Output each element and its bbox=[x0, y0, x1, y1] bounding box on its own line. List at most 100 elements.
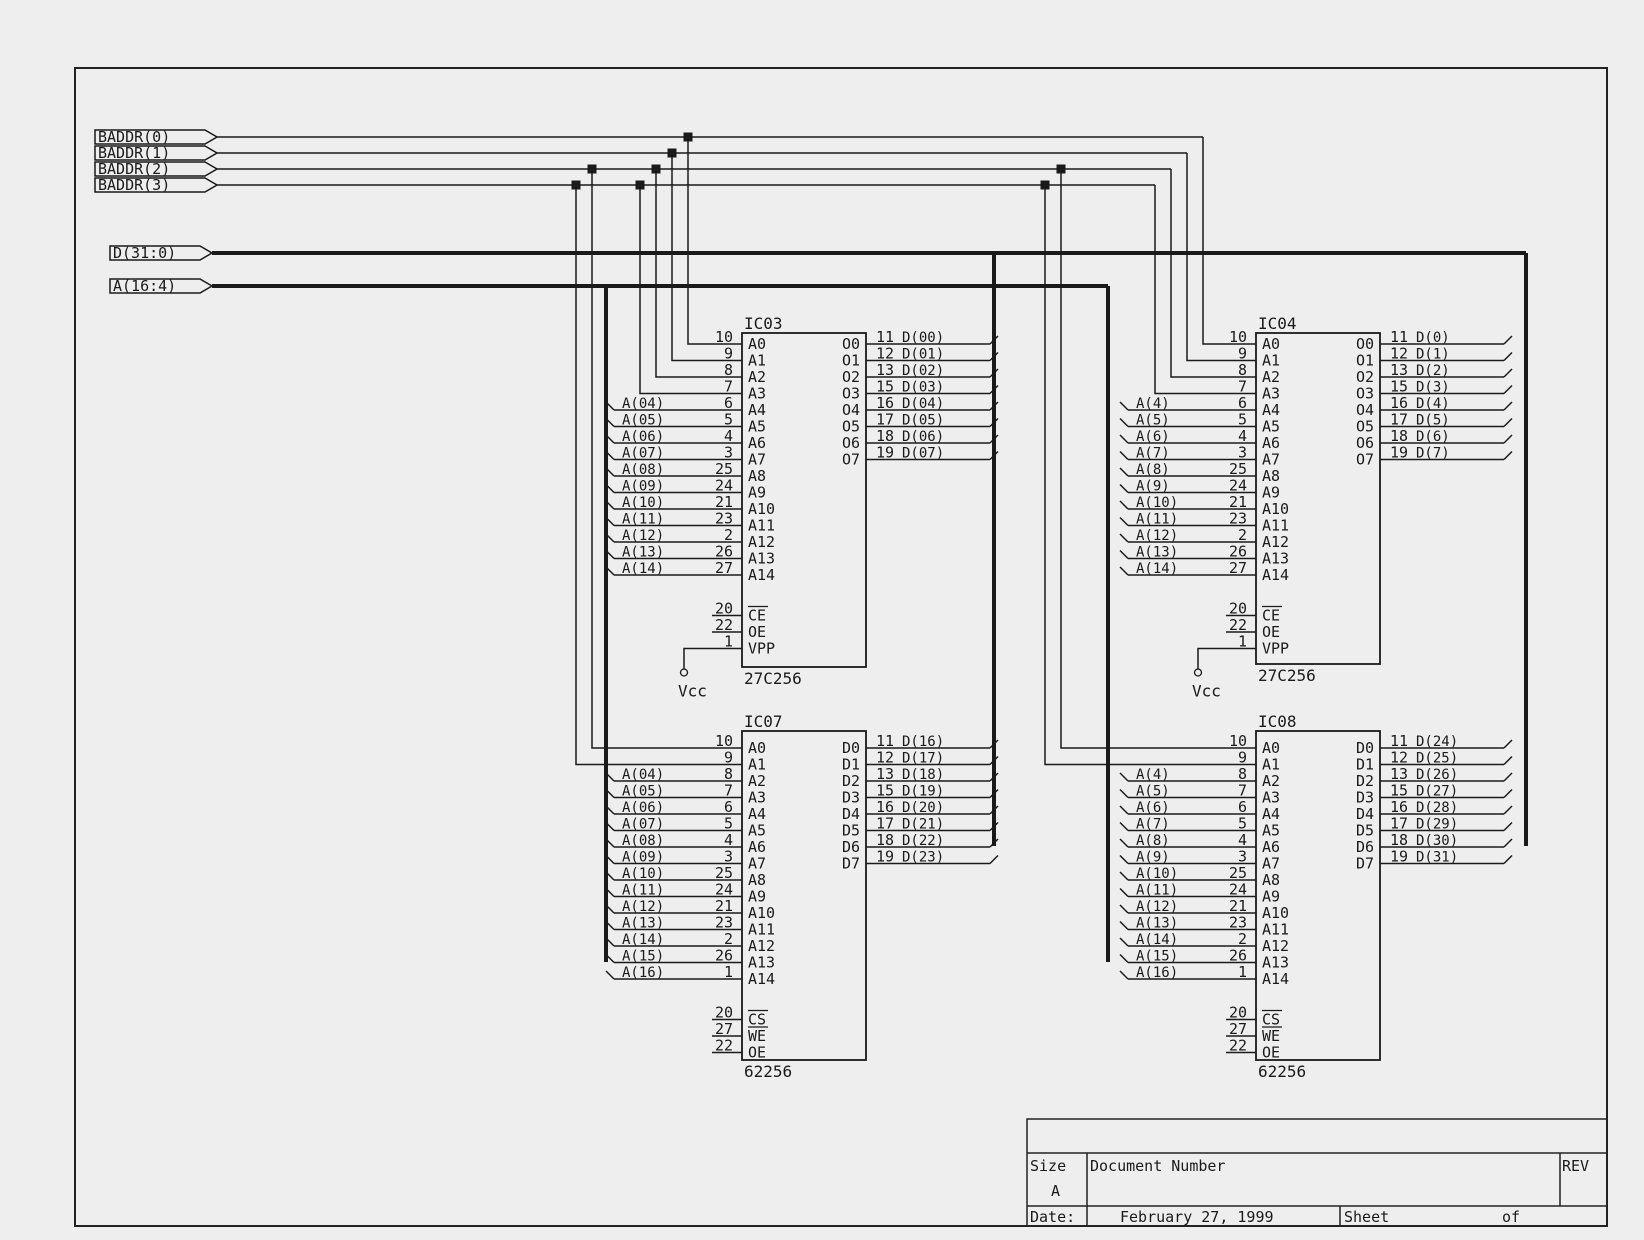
pin-label: OE bbox=[1262, 1044, 1280, 1062]
pin-number: 6 bbox=[724, 394, 733, 412]
pin-number: 15 bbox=[876, 378, 894, 396]
bus-entry bbox=[605, 970, 615, 980]
port-baddr-2: BADDR(2) bbox=[94, 160, 219, 178]
pin-label: A13 bbox=[748, 954, 775, 972]
bus-entry bbox=[1119, 854, 1129, 865]
pin-label: O6 bbox=[842, 434, 860, 452]
bus-entry bbox=[605, 920, 615, 931]
pin-number: 5 bbox=[724, 815, 733, 833]
wires bbox=[212, 132, 1528, 962]
chip-body bbox=[1255, 332, 1381, 665]
pin-label: CE bbox=[748, 607, 766, 625]
pin-number: 4 bbox=[1238, 831, 1247, 849]
pin-number: 9 bbox=[1238, 749, 1247, 767]
pin-number: 20 bbox=[715, 600, 733, 618]
pin-label: A0 bbox=[1262, 335, 1280, 353]
pin-label: O5 bbox=[1356, 418, 1374, 436]
port-baddr-1: BADDR(1) bbox=[94, 144, 219, 162]
port-baddr-0: BADDR(0) bbox=[94, 128, 219, 146]
pin-label: A11 bbox=[748, 921, 775, 939]
bus-entry bbox=[989, 821, 999, 832]
bus-entry bbox=[1503, 417, 1513, 428]
bus-entry bbox=[989, 854, 999, 865]
pin-label: OE bbox=[1262, 623, 1280, 641]
net-label: D(00) bbox=[902, 330, 944, 346]
net-label: D(6) bbox=[1416, 429, 1450, 445]
bus-entry bbox=[1503, 755, 1513, 766]
port-addr-bus-label: A(16:4) bbox=[113, 277, 176, 295]
pin-label: A7 bbox=[748, 451, 766, 469]
pin-number: 27 bbox=[1229, 559, 1247, 577]
pin-label: A6 bbox=[748, 838, 766, 856]
bus-entry bbox=[605, 871, 615, 881]
net-label: A(06) bbox=[622, 800, 664, 816]
pin-label: A10 bbox=[748, 500, 775, 518]
net-label: A(10) bbox=[1136, 495, 1178, 511]
bus-entry bbox=[1119, 772, 1129, 782]
pin-label: A8 bbox=[1262, 871, 1280, 889]
bus-entry bbox=[605, 788, 615, 799]
title-block bbox=[1026, 1118, 1608, 1227]
pin-label: A5 bbox=[748, 822, 766, 840]
pin-label: O4 bbox=[1356, 401, 1374, 419]
pin-number: 10 bbox=[715, 732, 733, 750]
pin-label: A12 bbox=[748, 937, 775, 955]
pin-number: 3 bbox=[724, 444, 733, 462]
pin-number: 25 bbox=[1229, 460, 1247, 478]
pin-label: A12 bbox=[1262, 937, 1289, 955]
bus-entry bbox=[1119, 920, 1129, 931]
bus-entry bbox=[989, 368, 999, 378]
net-label: A(13) bbox=[622, 916, 664, 932]
junction-dot bbox=[1040, 180, 1050, 190]
chip-ref-label: IC04 bbox=[1258, 314, 1297, 333]
pin-label: D2 bbox=[842, 772, 860, 790]
chip-body bbox=[741, 730, 867, 1061]
net-label: D(17) bbox=[902, 751, 944, 767]
bus-entry bbox=[605, 434, 615, 444]
pin-number: 16 bbox=[876, 394, 894, 412]
net-label: D(5) bbox=[1416, 413, 1450, 429]
pin-number: 8 bbox=[724, 765, 733, 783]
pin-number: 12 bbox=[1390, 749, 1408, 767]
pin-label: A1 bbox=[748, 352, 766, 370]
port-data-bus-label: D(31:0) bbox=[113, 244, 176, 262]
pin-label: A10 bbox=[1262, 904, 1289, 922]
pin-number: 17 bbox=[1390, 411, 1408, 429]
vcc-terminal bbox=[1193, 668, 1203, 677]
net-label: A(7) bbox=[1136, 817, 1170, 833]
net-label: A(11) bbox=[1136, 883, 1178, 899]
bus-entry bbox=[1503, 368, 1513, 378]
pin-label: O2 bbox=[842, 368, 860, 386]
bus-entry bbox=[605, 805, 615, 815]
pin-number: 23 bbox=[715, 510, 733, 528]
pin-label: O7 bbox=[842, 451, 860, 469]
pin-number: 20 bbox=[1229, 1004, 1247, 1022]
port-baddr-0-label: BADDR(0) bbox=[98, 128, 170, 146]
pin-number: 17 bbox=[876, 411, 894, 429]
net-label: A(12) bbox=[622, 899, 664, 915]
net-label: A(10) bbox=[622, 495, 664, 511]
pin-number: 26 bbox=[715, 543, 733, 561]
pin-label: WE bbox=[748, 1027, 766, 1045]
pin-label: D3 bbox=[1356, 789, 1374, 807]
junction-dot bbox=[635, 180, 645, 190]
net-label: A(5) bbox=[1136, 784, 1170, 800]
net-label: D(1) bbox=[1416, 347, 1450, 363]
pin-label: A7 bbox=[1262, 855, 1280, 873]
vcc-label: Vcc bbox=[678, 682, 707, 701]
port-addr-bus: A(16:4) bbox=[109, 277, 214, 295]
pin-label: A10 bbox=[748, 904, 775, 922]
pin-label: D5 bbox=[1356, 822, 1374, 840]
net-label: D(30) bbox=[1416, 833, 1458, 849]
bus-entry bbox=[1119, 401, 1129, 411]
pin-number: 12 bbox=[876, 345, 894, 363]
chip-body bbox=[1255, 730, 1381, 1061]
sheet-border bbox=[74, 67, 1608, 1227]
pin-number: 26 bbox=[715, 947, 733, 965]
net-label: D(4) bbox=[1416, 396, 1450, 412]
pin-label: A6 bbox=[1262, 838, 1280, 856]
bus-entry bbox=[605, 937, 615, 947]
baddr-tap bbox=[1044, 185, 1226, 766]
pin-label: O7 bbox=[1356, 451, 1374, 469]
pin-number: 11 bbox=[876, 732, 894, 750]
